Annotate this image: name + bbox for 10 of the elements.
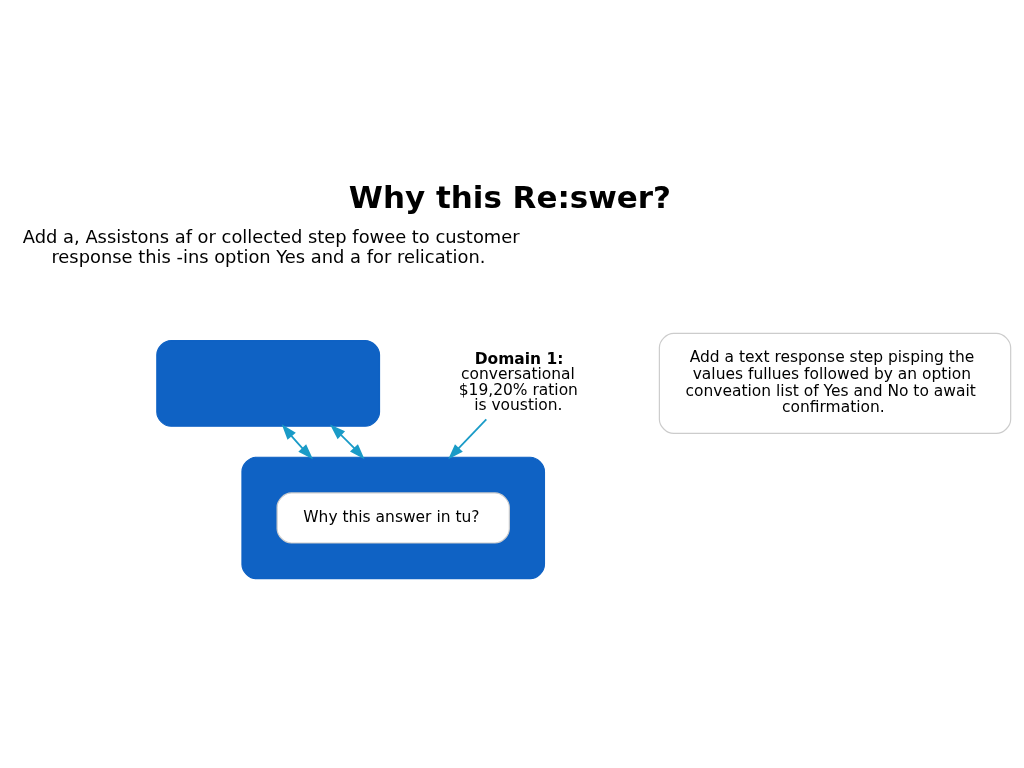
arrow [448,418,488,460]
diagram-title: Why this Re:swer? [348,179,672,216]
label: Add a, Assistons af or collected step fowee to customer response this -ins option Yes and a for relication. [22,225,520,268]
arrow [330,424,365,460]
node-box: Why this answer in tu? [276,492,510,544]
arrow [281,424,313,460]
node-box: Add a text response step pisping the values fullues followed by an option conveation list of Yes and No to await confirmation. [658,332,1012,434]
node-box [156,339,381,427]
cluster [241,456,546,580]
node-text: Domain 1: conversational $19,20% ration is voustion. [458,349,578,415]
